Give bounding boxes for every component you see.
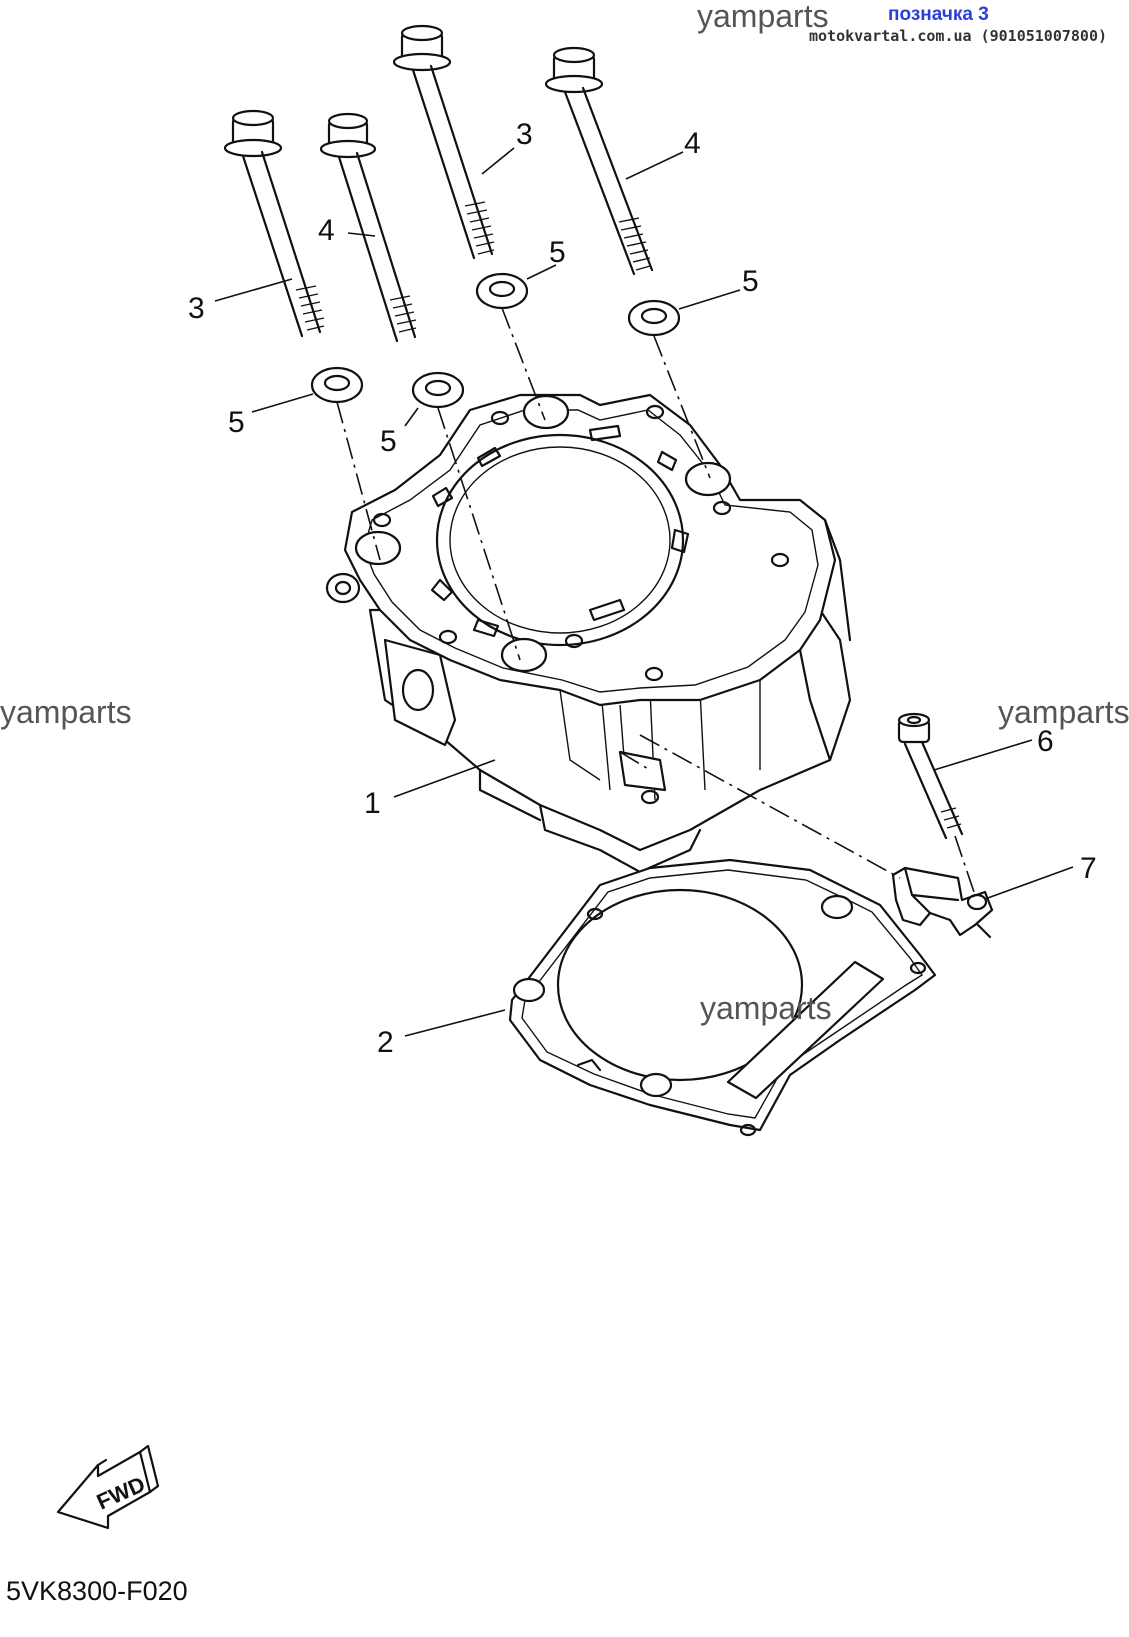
watermark-right: yamparts [998, 694, 1129, 730]
callout-3-left: 3 [188, 292, 205, 325]
washer-5-a [310, 366, 364, 404]
watermark-left: yamparts [0, 694, 132, 730]
watermark-top: yamparts [697, 0, 829, 34]
washer-5-d [627, 299, 681, 337]
bolt-4-right [544, 46, 654, 276]
bolt-6 [897, 712, 964, 840]
bracket-7 [891, 866, 994, 939]
callout-7: 7 [1080, 852, 1097, 885]
callout-5-a: 5 [228, 406, 245, 439]
source-label: motokvartal.com.ua (901051007800) [809, 27, 1108, 45]
bolt-4-left [319, 112, 417, 343]
callout-labels: 1 2 3 3 4 4 5 5 5 5 6 7 [188, 118, 1097, 1059]
watermark-center: yamparts [700, 990, 832, 1026]
position-label: позначка 3 [888, 4, 989, 25]
bolt-3-left [223, 109, 325, 338]
callout-5-b: 5 [380, 425, 397, 458]
center-lines [336, 307, 976, 896]
fwd-arrow-icon: FWD [56, 1444, 160, 1530]
bolt-3-right [392, 24, 495, 260]
callout-5-c: 5 [549, 236, 566, 269]
callout-4-left: 4 [318, 214, 335, 247]
callout-4-right: 4 [684, 127, 701, 160]
callout-5-d: 5 [742, 265, 759, 298]
cylinder-base-gasket [508, 858, 937, 1137]
callout-1: 1 [364, 787, 381, 820]
callout-6: 6 [1037, 725, 1054, 758]
leader-lines [214, 147, 1074, 1037]
callout-2: 2 [377, 1026, 394, 1059]
washer-5-b [411, 371, 465, 409]
washer-5-c [475, 272, 529, 310]
cylinder-block [325, 393, 852, 874]
callout-3-right: 3 [516, 118, 533, 151]
diagram-code: 5VK8300-F020 [6, 1576, 188, 1606]
